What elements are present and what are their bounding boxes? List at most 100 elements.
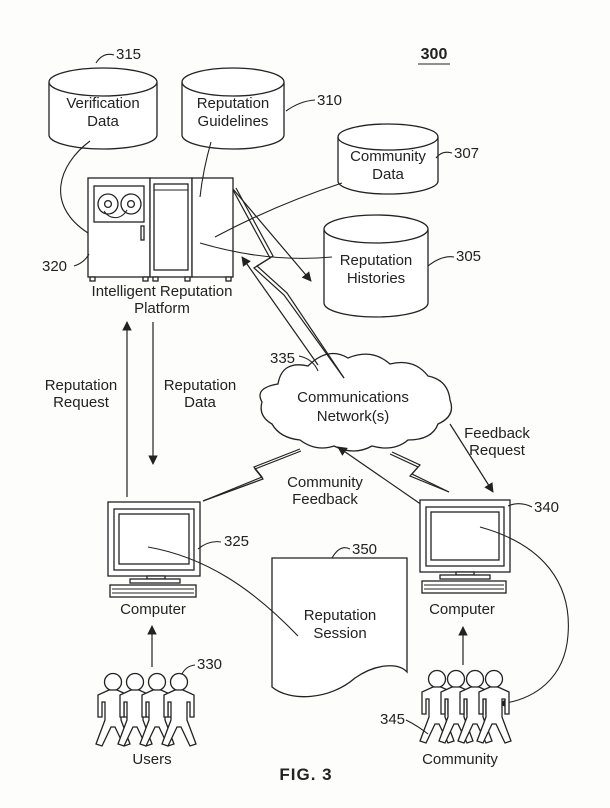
ref-350: 350	[352, 541, 377, 558]
network-community-computer-bolt	[389, 451, 450, 493]
feedback-request-arrow	[449, 423, 494, 493]
monitor-case	[419, 499, 511, 573]
network-label-line1: Communications	[297, 389, 409, 406]
cylinder-top	[181, 67, 285, 97]
figure-caption: FIG. 3	[279, 765, 332, 784]
platform-to-histories-arrow	[232, 188, 312, 282]
community-feedback-label-line2: Feedback	[292, 491, 358, 508]
tape-reel-left	[97, 193, 119, 215]
monitor-bezel	[113, 508, 195, 571]
community-data-db: Community Data 307	[337, 123, 479, 195]
reputation-request-label-line2: Request	[53, 394, 110, 411]
community-feedback-label-line1: Community	[287, 474, 363, 491]
db-label-line1: Reputation	[340, 252, 413, 269]
ref-320-leader	[73, 253, 90, 267]
cylinder-body	[181, 82, 285, 150]
ref-320: 320	[42, 258, 67, 275]
cylinder-top	[48, 67, 158, 97]
ref-305-leader	[427, 256, 455, 267]
ref-310-leader	[285, 99, 316, 112]
ref-305: 305	[456, 248, 481, 265]
ref-315-leader	[95, 53, 115, 64]
ref-335-leader	[298, 355, 319, 372]
ref-345: 345	[380, 711, 405, 728]
user-computer: Computer 325	[107, 501, 249, 618]
community-feedback-flow: Community Feedback	[287, 446, 423, 508]
tape-reel-right-hub	[126, 199, 136, 209]
reputation-platform: Intelligent Reputation Platform 320	[42, 177, 234, 317]
monitor-screen	[118, 513, 190, 565]
computer-to-community-curve	[479, 526, 569, 708]
ref-307: 307	[454, 145, 479, 162]
cylinder-top	[337, 123, 439, 151]
feedback-request-flow: Feedback Request	[449, 423, 530, 493]
session-label-line2: Session	[313, 625, 366, 642]
network-user-computer-bolt	[202, 448, 302, 502]
db-label-line1: Verification	[66, 95, 139, 112]
keyboard	[109, 584, 197, 598]
reputation-data-flow: Reputation Data	[148, 322, 237, 465]
figure-ref: 300	[418, 46, 450, 65]
ref-325-leader	[197, 541, 222, 550]
cylinder-body	[337, 137, 439, 195]
community-group: 345 Community	[380, 626, 512, 768]
reputation-histories-db: Reputation Histories 305	[323, 214, 481, 318]
monitor-bezel	[425, 506, 505, 567]
ref-315: 315	[116, 46, 141, 63]
ref-330-leader	[181, 664, 196, 675]
db-label-line2: Histories	[347, 270, 405, 287]
lightning-bolt	[232, 189, 345, 379]
ref-335: 335	[270, 350, 295, 367]
verification-data-db: Verification Data 315	[48, 46, 158, 150]
ref-345-leader	[405, 719, 429, 735]
cabinet-handle	[140, 225, 145, 241]
user-computer-label: Computer	[120, 601, 186, 618]
cylinder-top	[323, 214, 429, 244]
platform-network-link-bolt	[232, 187, 345, 379]
platform-to-histories-curve	[199, 242, 333, 259]
lightning-bolt	[391, 451, 450, 493]
person-figure	[161, 672, 197, 747]
cylinder-body	[48, 82, 158, 150]
feedback-request-label-line2: Request	[469, 442, 526, 459]
platform-label-line2: Platform	[134, 300, 190, 317]
lightning-bolt-parallel	[389, 453, 450, 493]
foot	[142, 276, 149, 282]
session-label-line1: Reputation	[304, 607, 377, 624]
reputation-data-label-line1: Reputation	[164, 377, 237, 394]
figure-number: 300	[421, 46, 448, 63]
network-label-line2: Network(s)	[317, 408, 390, 425]
ref-350-leader	[331, 547, 351, 559]
ref-330: 330	[197, 656, 222, 673]
cylinder-body	[323, 229, 429, 318]
monitor-base	[439, 574, 491, 580]
computer-to-session-curve	[147, 546, 299, 637]
document-outline	[271, 557, 408, 698]
foot	[152, 276, 159, 282]
guidelines-to-platform-line	[199, 141, 212, 198]
reputation-guidelines-db: Reputation Guidelines 310	[181, 67, 342, 150]
lightning-bolt-parallel	[202, 450, 302, 502]
community-label: Community	[422, 751, 498, 768]
communications-network-cloud: Communications Network(s) 335	[259, 350, 453, 452]
mainframe-middle-cabinet	[149, 177, 193, 278]
ref-340: 340	[534, 499, 559, 516]
db-label-line2: Data	[372, 166, 404, 183]
mainframe-right-panel	[191, 177, 234, 278]
cabinet-door	[153, 183, 189, 271]
ref-310: 310	[317, 92, 342, 109]
users-group: 330 Users	[95, 625, 222, 768]
reputation-request-label-line1: Reputation	[45, 377, 118, 394]
tape-ribbon	[103, 209, 128, 219]
monitor-case	[107, 501, 201, 577]
ref-325: 325	[224, 533, 249, 550]
ref-307-leader	[435, 151, 453, 159]
network-to-platform-arrow	[241, 256, 319, 366]
community-feedback-arrow	[337, 446, 423, 506]
platform-to-community-data-curve	[214, 182, 343, 238]
tape-reel-right	[120, 193, 142, 215]
keyboard	[421, 580, 507, 594]
reputation-request-flow: Reputation Request	[45, 321, 132, 497]
